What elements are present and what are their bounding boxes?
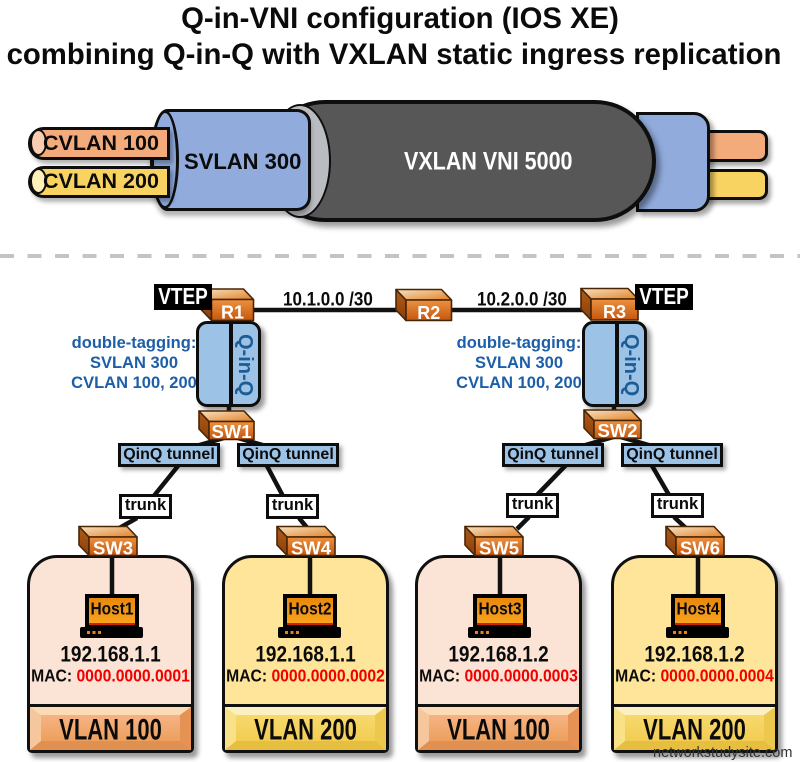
svg-text:SW3: SW3	[93, 538, 133, 559]
svg-text:SW5: SW5	[479, 538, 519, 559]
svg-text:R3: R3	[603, 302, 626, 322]
svg-text:SW2: SW2	[597, 420, 637, 441]
svg-text:R2: R2	[417, 303, 440, 323]
svg-text:SW6: SW6	[680, 538, 720, 559]
svg-text:SW4: SW4	[291, 538, 332, 559]
svg-text:R1: R1	[221, 303, 244, 323]
svg-text:SW1: SW1	[211, 421, 251, 442]
